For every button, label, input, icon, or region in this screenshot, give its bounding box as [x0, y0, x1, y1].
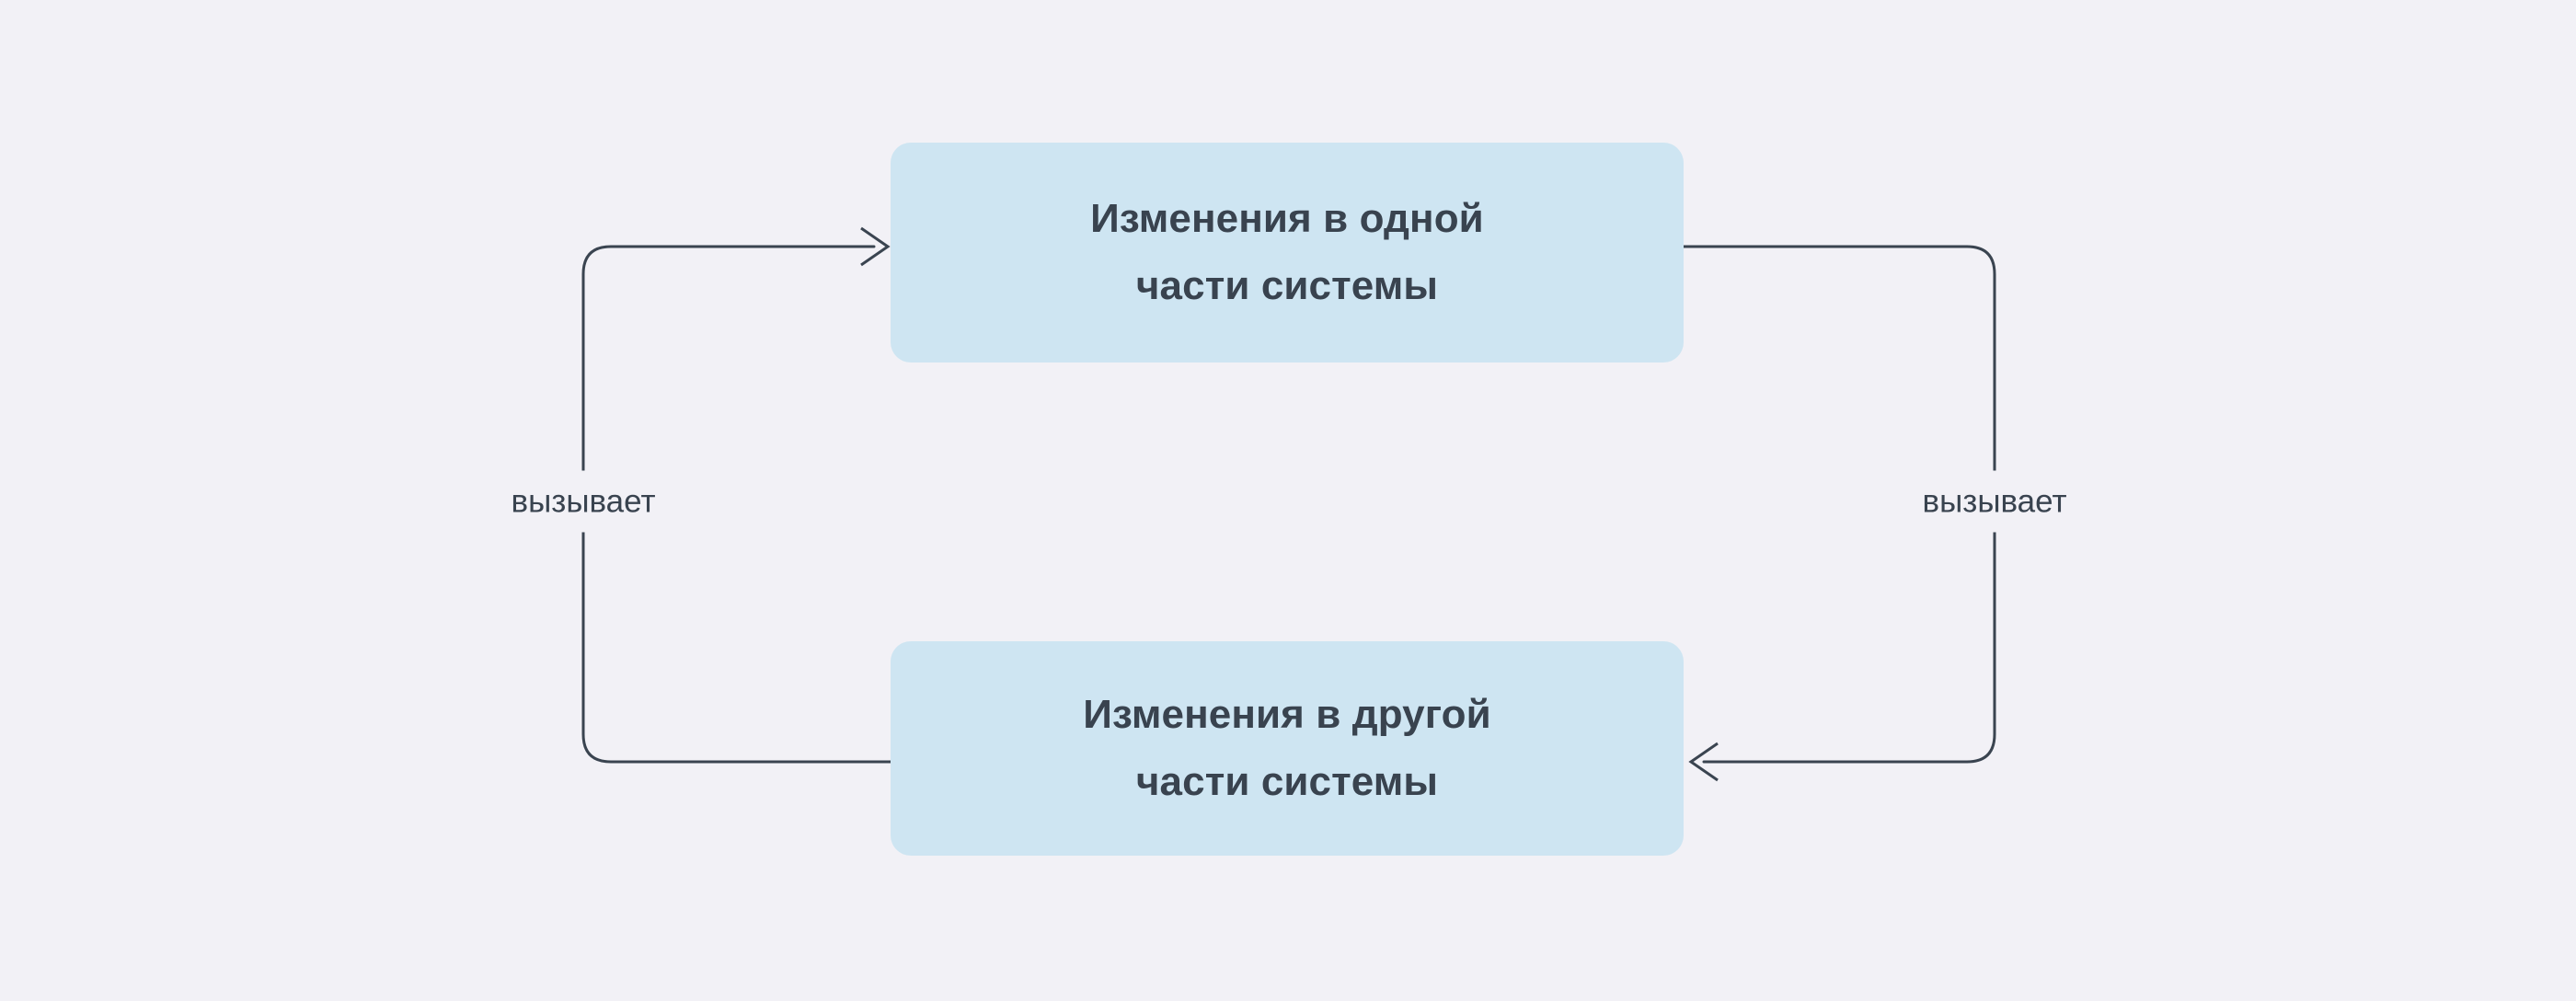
- node-top-line-1: Изменения в одной: [1090, 196, 1484, 242]
- node-top-line-2: части системы: [1135, 262, 1439, 308]
- edge-left-arrowhead-icon: [860, 226, 891, 267]
- edge-right-arrowhead-icon: [1688, 742, 1719, 782]
- node-bottom[interactable]: Изменения в другой части системы: [891, 641, 1684, 856]
- edge-label-left: вызывает: [498, 470, 669, 533]
- node-top[interactable]: Изменения в одной части системы: [891, 143, 1684, 362]
- node-bottom-line-2: части системы: [1135, 758, 1439, 804]
- edge-label-right: вызывает: [1909, 470, 2080, 533]
- node-bottom-line-1: Изменения в другой: [1083, 692, 1491, 738]
